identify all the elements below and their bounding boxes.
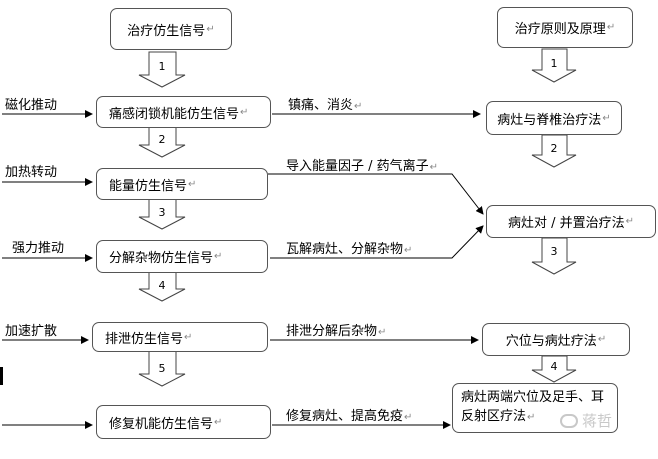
margin-mark [0,367,3,385]
treatment-signal-box: 治疗仿生信号↵ [110,8,232,50]
block-arrow [138,125,186,158]
signal-box: 修复机能仿生信号↵ [96,405,271,439]
box-text: 治疗仿生信号 [127,23,206,39]
block-arrow [138,347,186,387]
box-text: 病灶两端穴位及足手、耳反射区疗法 [461,390,605,424]
driver-label: 加速扩散 [5,324,58,339]
box-text: 排泄仿生信号 [105,331,184,347]
action-label: 瓦解病灶、分解杂物↵ [286,242,413,257]
signal-box: 能量仿生信号↵ [96,168,268,200]
driver-label: 磁化推动 [5,98,58,113]
action-label: 修复病灶、提高免疫↵ [286,409,413,424]
wechat-icon [560,413,578,428]
block-arrow [138,271,186,302]
therapy-box: 穴位与病灶疗法↵ [482,323,630,356]
step-number: 2 [158,133,166,146]
therapy-box: 病灶与脊椎治疗法↵ [486,101,622,135]
step-number: 2 [550,142,558,155]
block-arrow [138,198,186,230]
driver-label: 加热转动 [5,165,58,180]
box-text: 病灶对 / 并置治疗法 [507,216,625,231]
flow-arrow [270,225,484,259]
step-number: 1 [550,57,558,70]
driver-label: 强力推动 [12,241,65,256]
step-number: 4 [550,360,558,373]
watermark-text: 蒋哲 [582,412,613,430]
signal-box: 排泄仿生信号↵ [92,322,268,352]
box-text: 能量仿生信号 [109,178,188,194]
step-number: 3 [158,206,166,219]
box-text: 穴位与病灶疗法 [505,334,597,349]
box-text: 治疗原则及原理 [514,22,606,37]
signal-box: 痛感闭锁机能仿生信号↵ [96,96,271,128]
signal-box: 分解杂物仿生信号↵ [96,240,268,273]
action-label: 镇痛、消炎↵ [288,98,363,113]
block-arrow [531,355,577,383]
action-label: 排泄分解后杂物↵ [286,324,387,339]
block-arrow [531,48,577,83]
box-text: 分解杂物仿生信号 [109,251,214,266]
watermark: 蒋哲 [560,410,612,431]
block-arrow [531,237,577,275]
block-arrow [531,134,577,168]
flow-arrow [268,173,484,215]
box-text: 病灶与脊椎治疗法 [497,112,602,128]
box-text: 修复机能仿生信号 [109,416,214,432]
therapy-box: 病灶两端穴位及足手、耳反射区疗法↵ [452,383,618,433]
step-number: 3 [550,245,558,258]
action-label: 导入能量因子 / 药气离子↵ [286,159,439,174]
box-text: 痛感闭锁机能仿生信号 [109,106,240,122]
step-number: 1 [158,60,166,73]
therapy-box: 病灶对 / 并置治疗法↵ [486,205,656,238]
step-number: 5 [158,362,166,375]
block-arrow [138,51,186,88]
principle-box: 治疗原则及原理↵ [497,7,633,48]
step-number: 4 [158,279,166,292]
